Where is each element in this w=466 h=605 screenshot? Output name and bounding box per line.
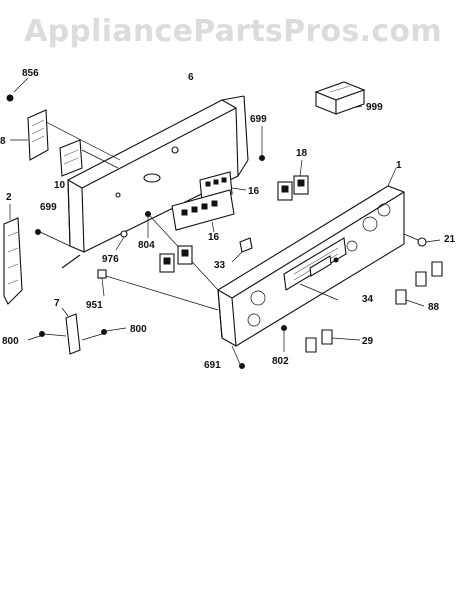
- part-1-control-panel: [217, 167, 405, 347]
- callout-16-upper: 16: [248, 186, 260, 197]
- callout-16-lower: 16: [208, 232, 220, 243]
- callout-10: 10: [54, 180, 66, 191]
- part-802-screw: [281, 325, 287, 352]
- callout-699-upper: 699: [250, 114, 267, 125]
- callout-6: 6: [188, 72, 194, 83]
- callout-800-left: 800: [2, 336, 19, 347]
- part-976-clip: [115, 230, 128, 251]
- part-7-bracket: [61, 307, 81, 355]
- callout-951: 951: [86, 300, 103, 311]
- part-691-screw: [231, 345, 245, 369]
- callout-18: 18: [296, 148, 308, 159]
- part-29-knob-pair: [305, 329, 361, 353]
- part-8-side-bracket: [10, 109, 121, 161]
- part-951-clip: [97, 269, 219, 311]
- part-16-electronic-control: [171, 189, 235, 233]
- part-999-timer: [314, 81, 366, 115]
- callout-2: 2: [6, 192, 12, 203]
- callout-8: 8: [0, 136, 6, 147]
- watermark: AppliancePartsPros.com: [24, 14, 442, 49]
- callout-802: 802: [272, 356, 289, 367]
- callout-800-right: 800: [130, 324, 147, 335]
- callout-1: 1: [396, 160, 402, 171]
- part-699-upper-screw: [259, 126, 265, 161]
- callout-33: 33: [214, 260, 226, 271]
- part-10-bracket: [59, 139, 119, 177]
- callout-7: 7: [54, 298, 60, 309]
- callout-699-left: 699: [40, 202, 57, 213]
- part-switch-pair-mid: [159, 245, 193, 273]
- part-2-end-cap: [3, 204, 23, 305]
- callout-856: 856: [22, 68, 39, 79]
- callout-999: 999: [366, 102, 383, 113]
- part-33-component: [231, 237, 253, 263]
- part-21-nut: [403, 233, 441, 247]
- part-856-screw: [6, 77, 29, 102]
- part-18-switch-pair: [277, 159, 309, 201]
- callout-691: 691: [204, 360, 221, 371]
- callout-88: 88: [428, 302, 440, 313]
- callout-21: 21: [444, 234, 456, 245]
- callout-29: 29: [362, 336, 374, 347]
- callout-804: 804: [138, 240, 155, 251]
- callout-976: 976: [102, 254, 119, 265]
- part-699-left-screw: [35, 229, 71, 247]
- callout-34: 34: [362, 294, 374, 305]
- part-88-knob-set: [395, 261, 443, 307]
- part-800-screws: [27, 327, 127, 341]
- part-6-bracket: [61, 95, 249, 269]
